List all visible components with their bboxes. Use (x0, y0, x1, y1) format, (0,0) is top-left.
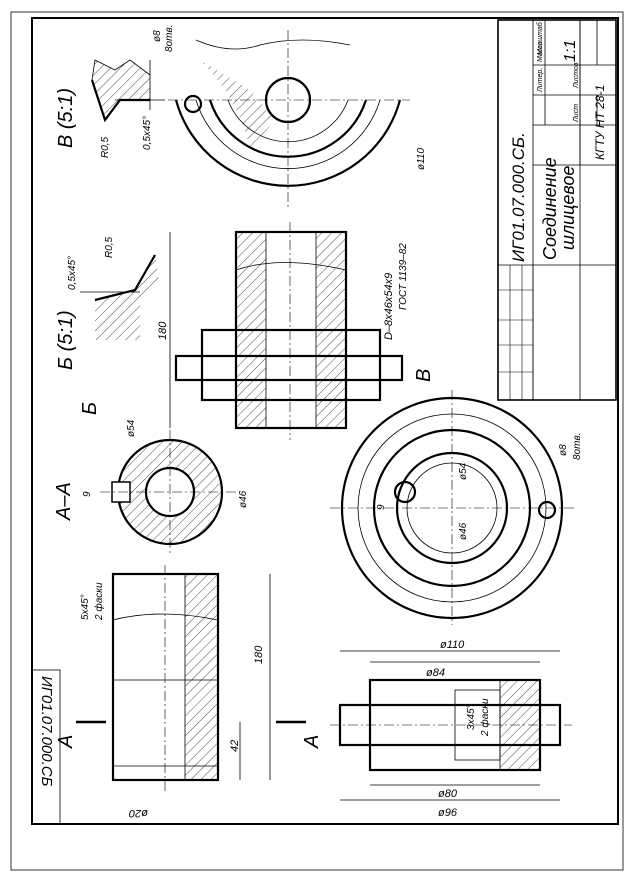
d110-bot: ø110 (440, 639, 465, 651)
otv8-right: 8отв. (572, 433, 583, 460)
d84: ø84 (426, 667, 445, 679)
d80: ø80 (438, 788, 458, 800)
d46-a: ø46 (238, 490, 249, 508)
len180-shaft: 180 (253, 645, 265, 664)
view-b-label: В (5:1) (55, 88, 77, 148)
chamfer-hub: 3х45° (466, 704, 477, 730)
d54-c: ø54 (458, 462, 469, 480)
title-line-2: шлицевое (558, 166, 578, 250)
d20: ø20 (128, 807, 148, 819)
doc-code: ИГ01.07.000.СБ. (509, 132, 528, 262)
chamfer-b: 0,5х45° (142, 116, 153, 150)
sheet-label: Лист (573, 104, 580, 123)
two-chamfers-hub: 2 фаски (479, 698, 491, 737)
corner-code-box (31, 669, 61, 825)
d110-top: ø110 (416, 148, 427, 170)
r05-v: R0,5 (104, 236, 115, 258)
title-block (497, 19, 617, 401)
col-scale: Масштаб (536, 21, 544, 55)
chamfer-shaft: 5х45° (80, 594, 91, 620)
col-lit: Литер. (537, 68, 544, 93)
hub-section (169, 222, 404, 440)
corner-doc-code: ИГ01.07.000.СБ (38, 676, 55, 787)
len180-mid: 180 (157, 321, 169, 340)
d8-top: ø8 (152, 30, 163, 42)
d46-c: ø46 (458, 522, 469, 540)
nine-a: 9 (82, 491, 93, 497)
letter-v: В (413, 369, 435, 382)
detail-b (90, 59, 165, 123)
d54-a: ø54 (126, 419, 137, 437)
letter-a-left: А (55, 735, 77, 749)
r05-b: R0,5 (100, 136, 111, 158)
d96: ø96 (438, 807, 458, 819)
gost-spec: ГОСТ 1139–82 (398, 243, 409, 310)
col-mass: Масса (537, 41, 544, 62)
section-aa-label: А–А (53, 482, 75, 521)
scale-value: 1:1 (562, 40, 579, 62)
title-line-1: Соединение (540, 157, 560, 260)
inner-frame (31, 17, 619, 825)
otv8-top: 8отв. (164, 25, 175, 52)
view-v-label: Б (5:1) (55, 310, 77, 370)
section-aa (100, 430, 240, 555)
len42: 42 (229, 740, 241, 752)
letter-a-right: А (301, 735, 323, 749)
chamfer-v: 0,5х45° (67, 256, 78, 290)
group-code: КГТУ НТ 28-1 (593, 85, 607, 160)
detail-v (80, 254, 160, 340)
hub-side-view (330, 650, 572, 801)
spline-spec: D–8х46х54х9 (383, 273, 395, 340)
nine-c: 9 (376, 504, 387, 510)
flange-end-view (168, 30, 410, 210)
shaft-section (111, 565, 271, 792)
letter-b: Б (79, 402, 101, 415)
d8-right: ø8 (558, 444, 569, 456)
sheets-label: Листов (573, 62, 580, 89)
two-chamfers-shaft: 2 фаски (93, 582, 105, 621)
flange-front-view (330, 390, 575, 625)
outer-frame (10, 11, 624, 871)
